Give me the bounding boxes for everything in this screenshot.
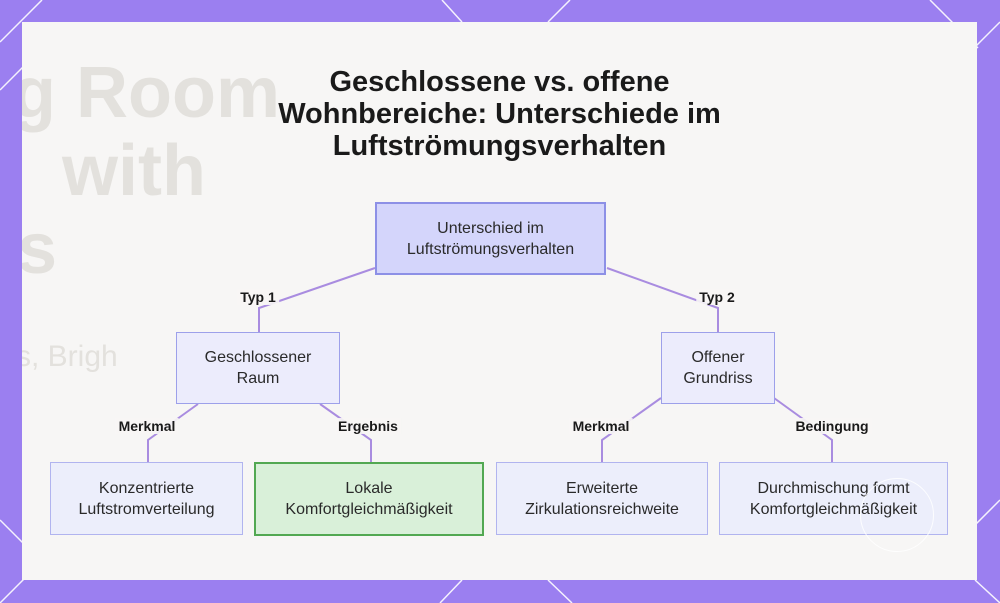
background-text: s (22, 209, 58, 289)
connector-lines (147, 267, 833, 462)
edge-open-feature (601, 397, 662, 462)
edge-label-type1: Typ 1 (237, 289, 279, 305)
background-text: with (62, 131, 206, 211)
background-text: s, Brigh (22, 340, 118, 373)
edge-label-closed-feature: Merkmal (115, 418, 179, 434)
diagram-title: Geschlossene vs. offene Wohnbereiche: Un… (278, 66, 721, 162)
watermark-badge-icon (860, 478, 934, 552)
edge-label-type2: Typ 2 (696, 289, 738, 305)
edge-open-condition (773, 397, 833, 462)
edge-closed-result (319, 403, 372, 462)
edge-label-open-feature: Merkmal (569, 418, 633, 434)
edge-root-closed (258, 267, 376, 332)
edge-label-closed-result: Ergebnis (335, 418, 401, 434)
background-text: g Room (22, 53, 280, 133)
edge-root-open (606, 267, 719, 332)
diagram-card: g Room with s s, Brigh Geschlossene vs. … (22, 22, 977, 580)
edge-label-open-condition: Bedingung (792, 418, 872, 434)
edge-closed-feature (147, 403, 199, 462)
